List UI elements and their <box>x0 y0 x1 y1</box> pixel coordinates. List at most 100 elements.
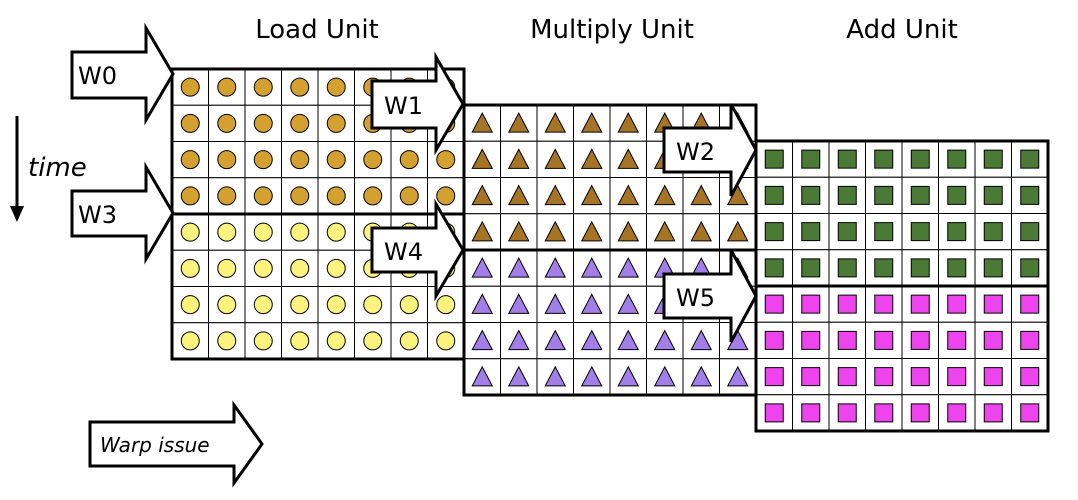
circle-icon <box>217 150 237 170</box>
square-icon <box>801 149 821 169</box>
warp-arrow-w5: W5 <box>662 249 758 343</box>
circle-icon <box>290 150 310 170</box>
square-icon <box>837 294 857 314</box>
circle-icon <box>399 331 419 351</box>
circle-icon <box>253 331 273 351</box>
square-icon <box>1020 367 1040 387</box>
circle-icon <box>217 258 237 278</box>
circle-icon <box>436 186 456 206</box>
triangle-icon <box>580 293 603 314</box>
warp-block-w4 <box>463 249 757 396</box>
triangle-icon <box>544 293 567 314</box>
triangle-icon <box>653 329 676 351</box>
square-icon <box>983 222 1003 242</box>
square-icon <box>910 258 930 278</box>
circle-icon <box>363 186 383 206</box>
triangle-icon <box>507 148 530 169</box>
time-arrow-icon <box>10 206 24 222</box>
warp-block-w5-border <box>754 284 1050 433</box>
square-icon <box>801 185 821 205</box>
square-icon <box>947 149 967 169</box>
circle-icon <box>253 222 273 242</box>
square-icon <box>801 222 821 242</box>
square-icon <box>837 258 857 278</box>
square-icon <box>801 367 821 387</box>
triangle-icon <box>544 220 567 242</box>
square-icon <box>764 403 784 423</box>
triangle-icon <box>471 329 494 351</box>
triangle-icon <box>617 257 640 278</box>
triangle-icon <box>544 184 567 206</box>
square-icon <box>764 330 784 350</box>
circle-icon <box>290 222 310 242</box>
square-icon <box>874 330 894 350</box>
circle-icon <box>290 295 310 315</box>
circle-icon <box>436 295 456 315</box>
warp-arrow-w0: W0 <box>70 22 175 126</box>
circle-icon <box>180 258 200 278</box>
square-icon <box>983 185 1003 205</box>
square-icon <box>1020 330 1040 350</box>
triangle-icon <box>617 148 640 169</box>
circle-icon <box>253 186 273 206</box>
square-icon <box>764 294 784 314</box>
square-icon <box>801 330 821 350</box>
square-icon <box>1020 403 1040 423</box>
triangle-icon <box>617 329 640 351</box>
square-icon <box>947 258 967 278</box>
circle-icon <box>326 295 346 315</box>
circle-icon <box>399 150 419 170</box>
triangle-icon <box>580 257 603 278</box>
circle-icon <box>217 186 237 206</box>
triangle-icon <box>617 220 640 242</box>
triangle-icon <box>544 257 567 278</box>
warp-arrow-w3-icon <box>70 161 175 265</box>
circle-icon <box>399 295 419 315</box>
warp-arrow-w1: W1 <box>370 51 465 156</box>
square-icon <box>1020 294 1040 314</box>
square-icon <box>1020 258 1040 278</box>
triangle-icon <box>653 184 676 206</box>
square-icon <box>983 294 1003 314</box>
triangle-icon <box>507 365 530 387</box>
circle-icon <box>436 331 456 351</box>
circle-icon <box>326 150 346 170</box>
circle-icon <box>253 77 273 97</box>
circle-icon <box>326 258 346 278</box>
time-label: time <box>28 153 87 183</box>
warp-block-w2 <box>755 140 1049 287</box>
triangle-icon <box>471 112 494 133</box>
circle-icon <box>253 295 273 315</box>
square-icon <box>874 185 894 205</box>
warp-arrow-w0-icon <box>70 22 175 126</box>
square-icon <box>764 222 784 242</box>
square-icon <box>764 367 784 387</box>
square-icon <box>874 258 894 278</box>
warp-block-w5 <box>755 285 1049 432</box>
circle-icon <box>326 222 346 242</box>
square-icon <box>910 185 930 205</box>
circle-icon <box>363 295 383 315</box>
triangle-icon <box>507 184 530 206</box>
circle-icon <box>326 186 346 206</box>
square-icon <box>874 294 894 314</box>
square-icon <box>983 330 1003 350</box>
triangle-icon <box>507 329 530 351</box>
circle-icon <box>217 331 237 351</box>
warp-arrow-w3: W3 <box>70 161 175 265</box>
warp-label-w3: W3 <box>78 201 117 229</box>
warp-arrow-w4: W4 <box>370 198 465 302</box>
circle-icon <box>436 150 456 170</box>
lane-cell <box>317 177 355 215</box>
triangle-icon <box>471 148 494 169</box>
triangle-icon <box>617 184 640 206</box>
triangle-icon <box>507 112 530 133</box>
square-icon <box>910 222 930 242</box>
triangle-icon <box>653 220 676 242</box>
time-axis: time <box>10 116 87 222</box>
square-icon <box>983 149 1003 169</box>
square-icon <box>947 294 967 314</box>
circle-icon <box>290 258 310 278</box>
square-icon <box>1020 222 1040 242</box>
lane-cell <box>609 358 647 396</box>
